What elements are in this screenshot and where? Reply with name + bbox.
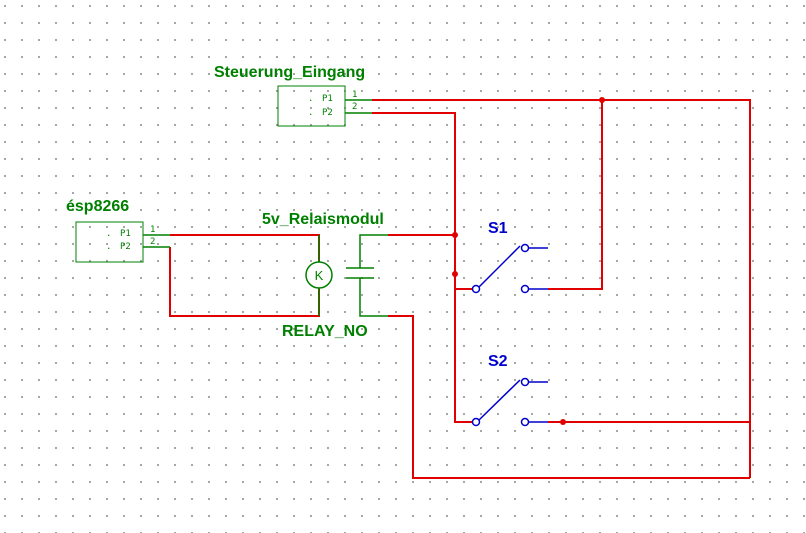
esp-title: ésp8266 [66,198,129,215]
steuerung-pin2-dots: . [308,108,313,118]
s2-nc-terminal [520,377,530,387]
junction-dot [452,232,458,238]
s2-blade [478,379,521,421]
wire-s1-output[interactable] [548,100,603,290]
esp-body [75,221,144,263]
relay-bottom-label: RELAY_NO [282,323,368,340]
connector-esp8266[interactable]: ésp8266 P1 P2 . . 1 2 [66,198,170,263]
junction-dot [560,419,566,425]
steuerung-pin1-label: P1 [322,94,333,104]
s1-no-terminal [520,284,530,294]
steuerung-body [277,85,346,127]
junctions [452,97,605,425]
steuerung-title: Steuerung_Eingang [214,64,365,81]
junction-dot [599,97,605,103]
relay-contact-bottom-lead [359,278,388,317]
relay-top-label: 5v_Relaismodul [262,211,384,228]
esp-pin1-label: P1 [120,229,131,239]
wire-relay-bottom[interactable] [388,315,750,479]
switch-s1[interactable]: S1 [471,220,549,294]
wire-steuerung-p2[interactable] [372,112,472,423]
relay-coil-letter: K [315,268,324,283]
s1-common-terminal [471,284,481,294]
s2-common-terminal [471,417,481,427]
steuerung-pin1-dots: . [308,94,313,104]
switch-s2[interactable]: S2 [471,353,549,427]
steuerung-pin1-num: 1 [352,90,357,100]
esp-pin1-dots: . [106,229,111,239]
s1-nc-terminal [520,243,530,253]
esp-pin2-dots: . [106,242,111,252]
wire-steuerung-p1[interactable] [372,99,751,478]
s1-blade [478,245,521,288]
junction-dot [452,271,458,277]
esp-pin1-num: 1 [150,225,155,235]
switch-s1-label: S1 [488,220,508,237]
switch-s2-label: S2 [488,353,508,370]
s2-no-terminal [520,417,530,427]
steuerung-pin2-num: 2 [352,102,357,112]
esp-pin2-label: P2 [120,242,131,252]
connector-steuerung[interactable]: Steuerung_Eingang P1 P2 . . 1 2 [214,64,372,127]
relay-module[interactable]: 5v_Relaismodul K RELAY_NO [262,211,388,340]
relay-contact-top-lead [359,234,388,268]
steuerung-pin2-label: P2 [322,108,333,118]
esp-pin2-num: 2 [150,237,155,247]
